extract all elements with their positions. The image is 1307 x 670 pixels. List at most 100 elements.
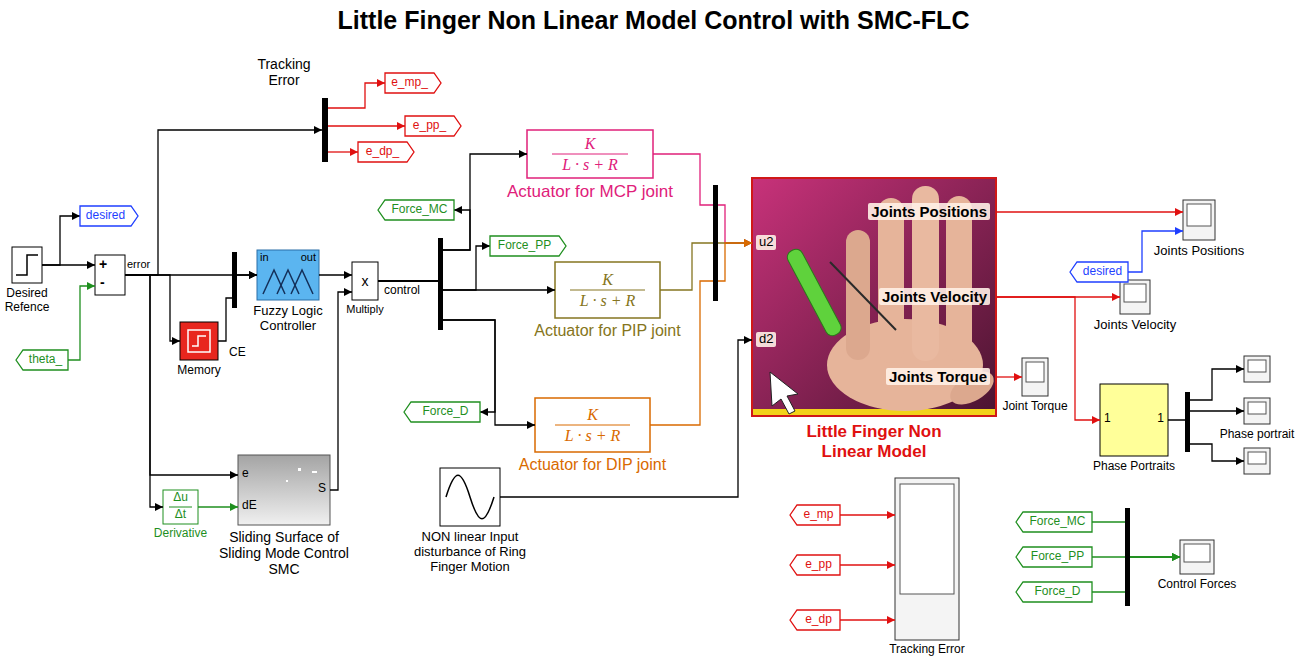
block-text: x bbox=[352, 273, 378, 289]
block-label: Phase portrait bbox=[1215, 428, 1299, 442]
signal-line bbox=[125, 275, 180, 341]
scope-body bbox=[1183, 200, 1215, 240]
signal-line bbox=[125, 130, 322, 275]
subsystem-body bbox=[1100, 384, 1168, 456]
goto-tag: e_dp_ bbox=[358, 142, 414, 162]
memory-block: Memory bbox=[180, 322, 218, 360]
from-tag: theta_ bbox=[16, 350, 68, 370]
scope-block: Joints Velocity bbox=[1120, 280, 1150, 314]
scope-body bbox=[1244, 448, 1270, 474]
signal-line bbox=[378, 154, 527, 281]
scope-screen bbox=[1187, 204, 1211, 226]
tag-shape bbox=[790, 610, 840, 630]
scope-screen bbox=[1184, 544, 1210, 562]
numerator: K bbox=[535, 406, 650, 424]
from-tag: e_pp bbox=[790, 555, 840, 575]
tag-shape bbox=[1016, 547, 1092, 567]
scope-screen bbox=[1248, 402, 1266, 414]
phase-portraits-subsystem: 11Phase Portraits bbox=[1100, 384, 1168, 456]
scope-body bbox=[1120, 280, 1150, 314]
block-label: Derivative bbox=[151, 527, 211, 541]
signal-line bbox=[840, 514, 895, 515]
transfer-function-block: KL · s + RActuator for PIP joint bbox=[555, 262, 660, 318]
tag-name: e_dp_ bbox=[358, 145, 407, 159]
port-label: dE bbox=[242, 499, 257, 513]
demux-bar: Tracking Error bbox=[322, 98, 328, 162]
scope-body bbox=[1244, 356, 1270, 382]
goto-tag: desired bbox=[80, 206, 138, 226]
fuzzy-body bbox=[257, 250, 319, 300]
step-block: Desired Refence bbox=[12, 247, 42, 283]
transfer-function-block: KL · s + RActuator for DIP joint bbox=[535, 398, 650, 452]
block-label: Actuator for PIP joint bbox=[503, 322, 713, 340]
signal-label: error bbox=[127, 258, 150, 271]
port-label: + bbox=[99, 256, 107, 272]
signal-line bbox=[319, 274, 352, 275]
scope-block: Tracking Error bbox=[895, 478, 959, 640]
block-label: Desired Refence bbox=[2, 287, 52, 315]
pointer-arrow bbox=[770, 372, 798, 414]
signal-line bbox=[840, 619, 895, 620]
denominator: L · s + R bbox=[527, 156, 653, 174]
tag-shape bbox=[1016, 512, 1092, 532]
tag-name: Force_MC bbox=[1023, 515, 1092, 529]
signal-line bbox=[42, 264, 95, 265]
memory-body bbox=[180, 322, 218, 360]
tag-shape bbox=[80, 206, 138, 226]
decor-dot bbox=[298, 468, 301, 471]
hand-illustration bbox=[752, 178, 999, 416]
scope-screen bbox=[1124, 284, 1146, 302]
tag-name: e_mp bbox=[797, 508, 840, 522]
block-label: Memory bbox=[171, 364, 227, 378]
block-label: Control Forces bbox=[1147, 578, 1247, 592]
scope-screen bbox=[1026, 362, 1044, 382]
port-label: Δt bbox=[163, 508, 198, 522]
sum-block: +- bbox=[95, 255, 125, 295]
tag-shape bbox=[358, 142, 414, 162]
port-label: Δu bbox=[163, 491, 198, 505]
tag-shape bbox=[1016, 582, 1092, 602]
fraction-bar bbox=[552, 154, 628, 155]
fuzzy-logic-controller: inoutFuzzy Logic Controller bbox=[257, 250, 319, 300]
from-tag: e_dp bbox=[790, 610, 840, 630]
port-label: S bbox=[318, 482, 326, 496]
signal-line bbox=[218, 275, 257, 341]
tag-name: Force_MC bbox=[385, 203, 454, 217]
signal-line bbox=[330, 292, 352, 490]
signal-line bbox=[378, 281, 495, 412]
tag-shape bbox=[404, 402, 480, 422]
sliding-surface-block: edESSliding Surface of Sliding Mode Cont… bbox=[238, 455, 330, 525]
tag-name: desired bbox=[80, 209, 131, 223]
signal-line bbox=[328, 83, 385, 108]
denominator: L · s + R bbox=[535, 427, 650, 445]
derivative-body bbox=[163, 490, 198, 524]
tag-name: theta_ bbox=[23, 353, 68, 367]
fraction-bar bbox=[555, 425, 630, 426]
tag-name: Force_D bbox=[1023, 585, 1092, 599]
decor-dot bbox=[286, 480, 288, 482]
membership-icon bbox=[291, 270, 313, 294]
block-label: Joint Torque bbox=[997, 400, 1073, 414]
demux-bar bbox=[1185, 392, 1190, 452]
block-label: Phase Portraits bbox=[1084, 460, 1184, 474]
tag-shape bbox=[378, 200, 454, 220]
from-tag: Force_MC bbox=[1016, 512, 1092, 532]
signal-line bbox=[996, 211, 1183, 212]
port-label: out bbox=[301, 251, 316, 264]
scope-body bbox=[1180, 540, 1214, 574]
signal-line bbox=[996, 297, 1100, 420]
tag-name: e_mp_ bbox=[385, 76, 434, 90]
signal-label: control bbox=[384, 284, 420, 298]
scope-screen bbox=[1248, 452, 1266, 464]
demux-bar bbox=[438, 238, 443, 330]
numerator: K bbox=[527, 135, 653, 153]
finger-exoskeleton bbox=[785, 247, 844, 338]
decor-dot bbox=[312, 471, 317, 473]
numerator: K bbox=[555, 271, 660, 289]
signal-label: CE bbox=[229, 346, 246, 360]
signal-line bbox=[660, 243, 752, 290]
signal-line bbox=[840, 564, 895, 565]
port-label: 1 bbox=[1104, 412, 1111, 426]
product-block: xMultiply bbox=[352, 262, 378, 300]
transfer-function-body bbox=[535, 398, 650, 452]
